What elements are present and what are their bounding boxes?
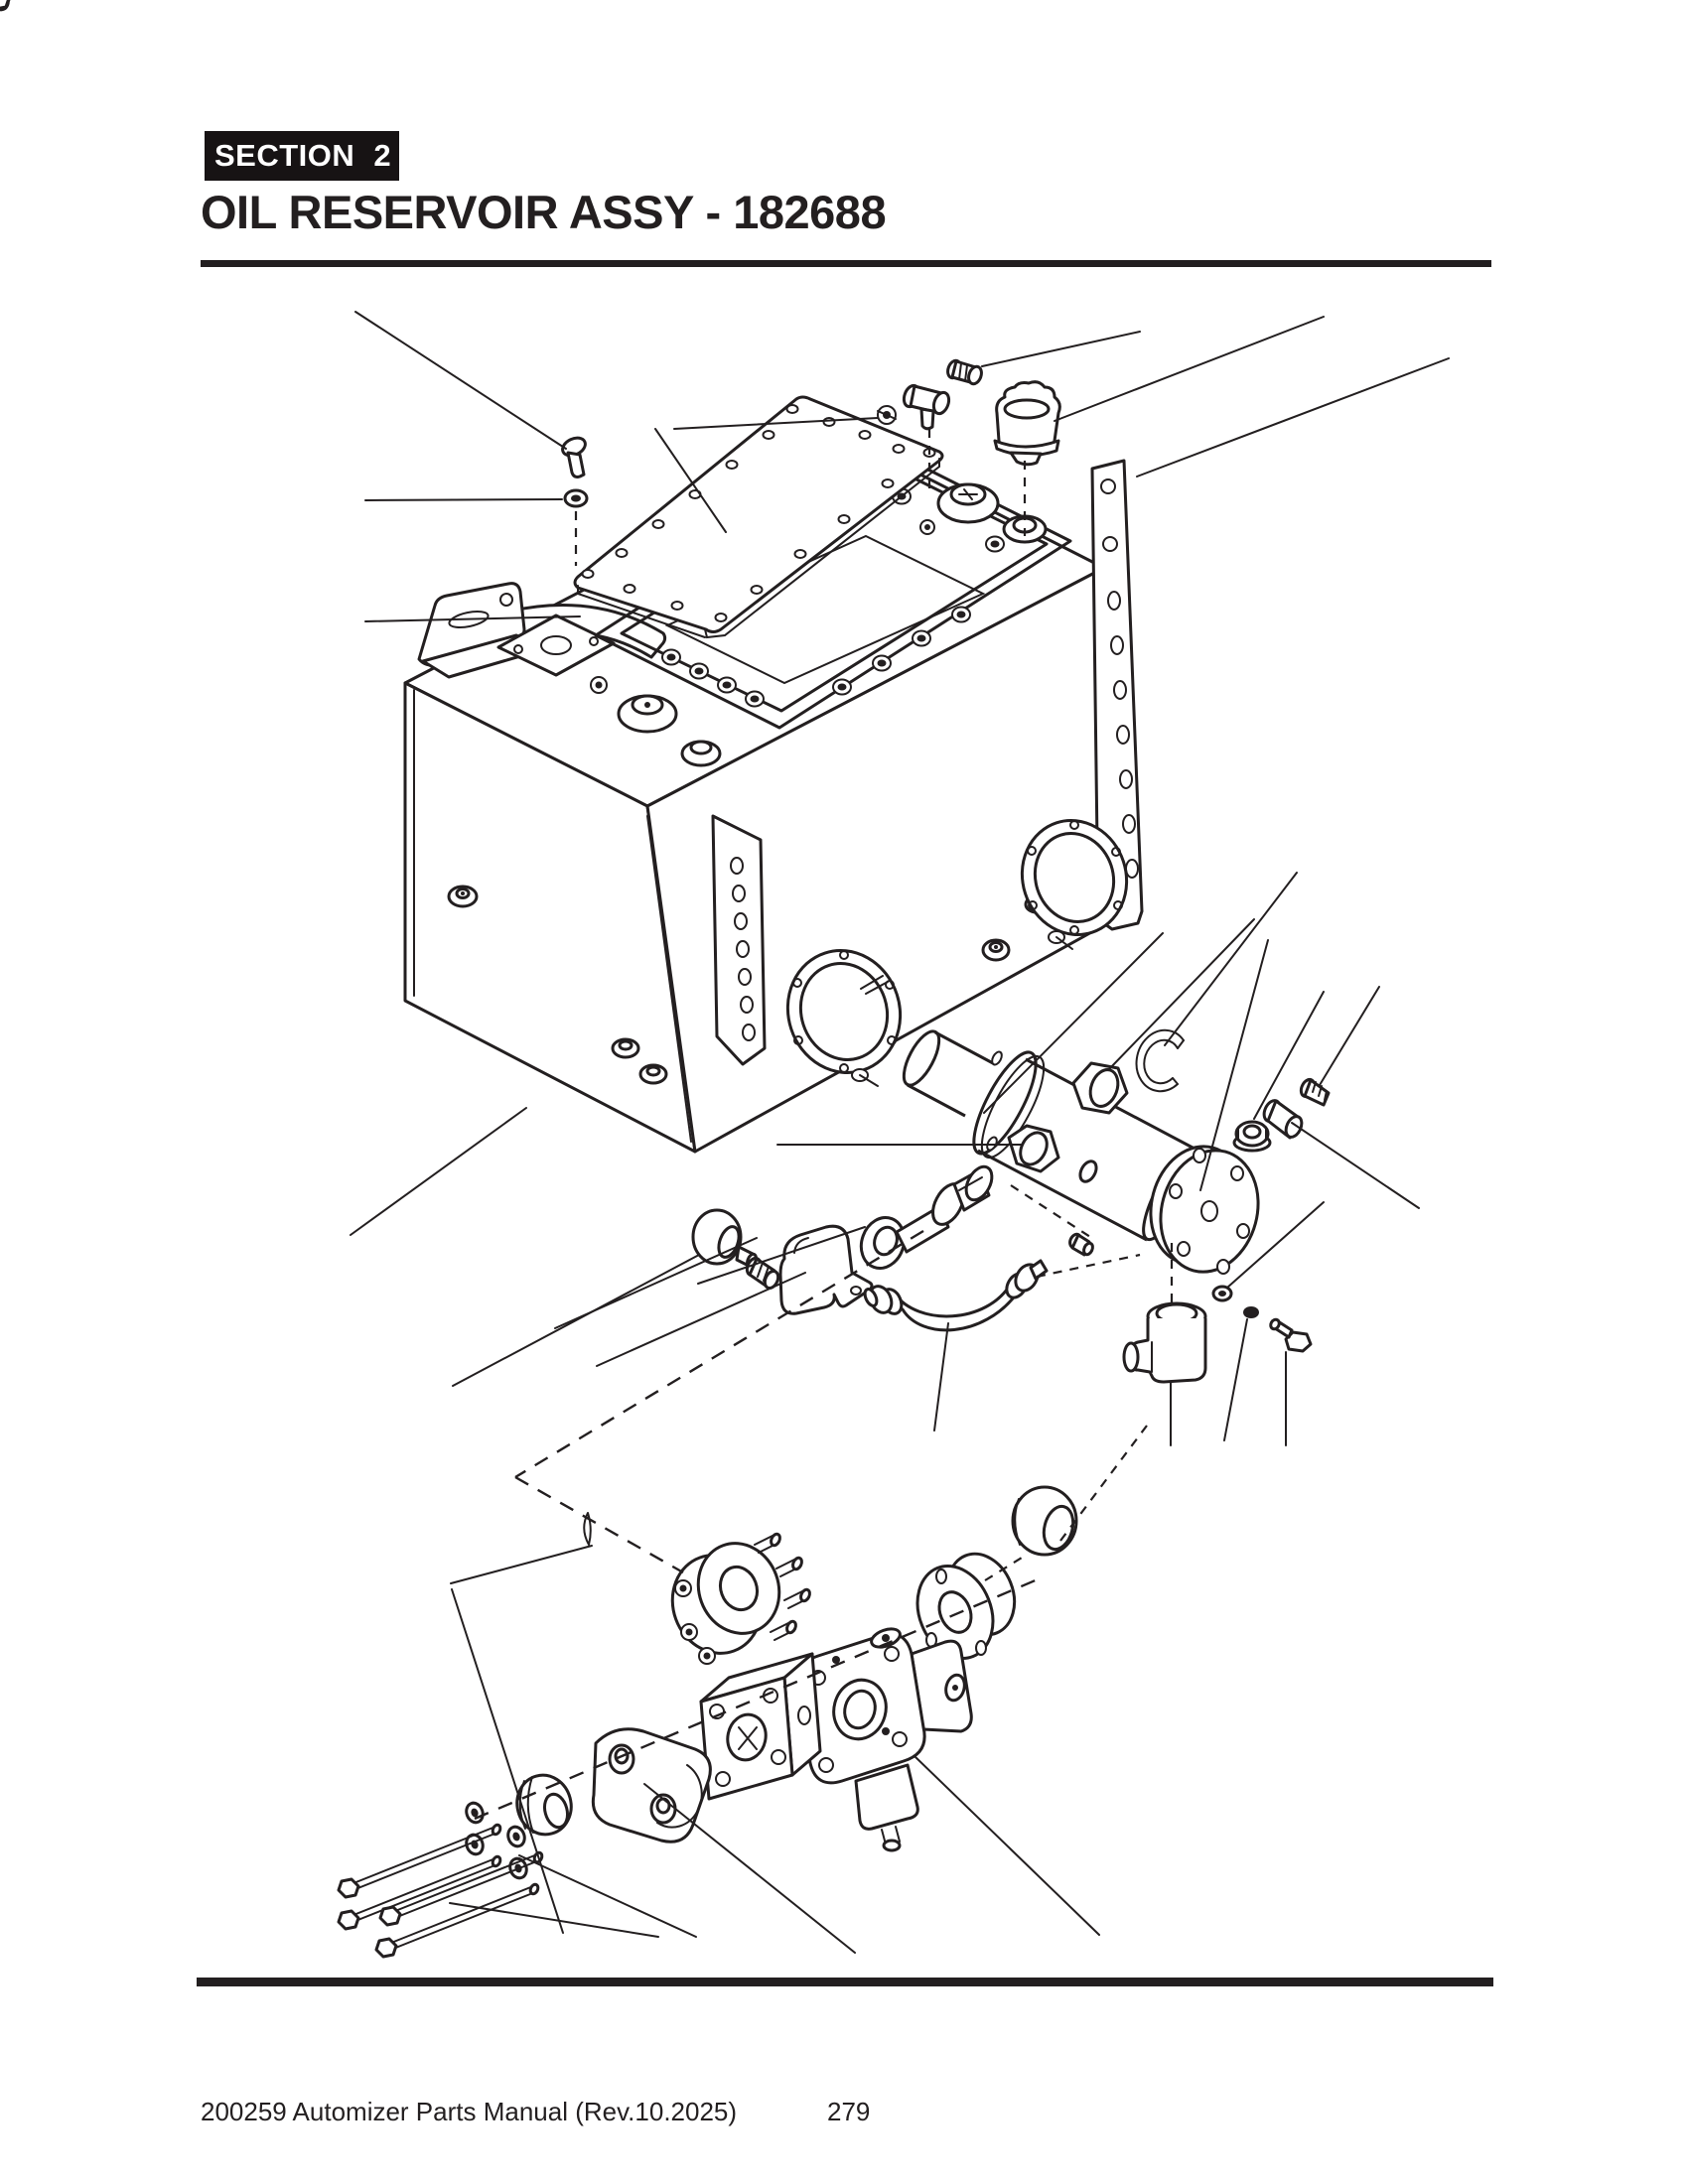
cover-screw bbox=[561, 436, 587, 478]
reducer-fitting bbox=[1262, 1099, 1304, 1140]
strap-hole bbox=[1100, 478, 1116, 494]
suction-tube bbox=[859, 1164, 994, 1270]
grease-fitting bbox=[1068, 1232, 1094, 1257]
snap-ring bbox=[1135, 1028, 1185, 1093]
cleanout-flange-cover-left bbox=[785, 949, 903, 1087]
cleanout-flange-cover-right bbox=[1020, 819, 1129, 950]
top-fittings bbox=[590, 519, 935, 767]
plug-cap bbox=[1011, 1485, 1078, 1557]
footer-rule bbox=[197, 1978, 1493, 1986]
o-ring bbox=[583, 1512, 592, 1546]
section-badge: SECTION 2 bbox=[205, 131, 399, 181]
pipe-plug bbox=[1243, 1306, 1259, 1318]
hex-nipple bbox=[745, 1256, 780, 1291]
strainer-union-nut bbox=[1007, 1124, 1098, 1183]
union-nut bbox=[931, 1164, 994, 1226]
leader-lines bbox=[350, 311, 1450, 1954]
long-mounting-bolts bbox=[0, 0, 545, 1959]
breather-cap bbox=[993, 380, 1061, 467]
elbow-fitting bbox=[1122, 1301, 1207, 1384]
strainer-end-cover bbox=[1149, 1145, 1260, 1275]
spider-coupling bbox=[670, 1532, 811, 1665]
set-screw bbox=[1299, 1077, 1331, 1107]
section-badge-label: SECTION 2 bbox=[214, 138, 392, 173]
cover-washer bbox=[563, 488, 589, 508]
pump-solenoid bbox=[854, 1763, 919, 1831]
strap-hole bbox=[1102, 536, 1118, 552]
page-title: OIL RESERVOIR ASSY - 182688 bbox=[201, 186, 887, 238]
nose-coupling bbox=[515, 1773, 573, 1837]
title-rule bbox=[201, 260, 1491, 267]
wing-screw bbox=[877, 405, 897, 425]
gear-pump bbox=[795, 1627, 973, 1852]
front-strap bbox=[711, 814, 767, 1066]
locknut bbox=[1232, 1120, 1272, 1153]
tank-cover-plate bbox=[0, 0, 944, 639]
sealing-washer bbox=[1211, 1285, 1233, 1302]
footer-manual-info: 200259 Automizer Parts Manual (Rev.10.20… bbox=[201, 2097, 738, 2126]
flange-adapter bbox=[915, 1552, 1017, 1661]
manifold-block bbox=[699, 1652, 822, 1801]
hose-assembly bbox=[863, 1259, 1049, 1332]
hex-bolt bbox=[1269, 1317, 1313, 1353]
rubber-cap bbox=[691, 1208, 758, 1270]
split-flange-clamp bbox=[591, 1727, 712, 1843]
tee-fitting bbox=[902, 383, 951, 431]
filler-neck-dome bbox=[936, 482, 1000, 524]
hex-plug bbox=[1071, 1061, 1129, 1115]
assembly-centerlines bbox=[474, 429, 1174, 1821]
footer-page-number: 279 bbox=[827, 2097, 871, 2126]
plug-fitting bbox=[946, 358, 983, 386]
coupling-pins bbox=[754, 1532, 811, 1641]
